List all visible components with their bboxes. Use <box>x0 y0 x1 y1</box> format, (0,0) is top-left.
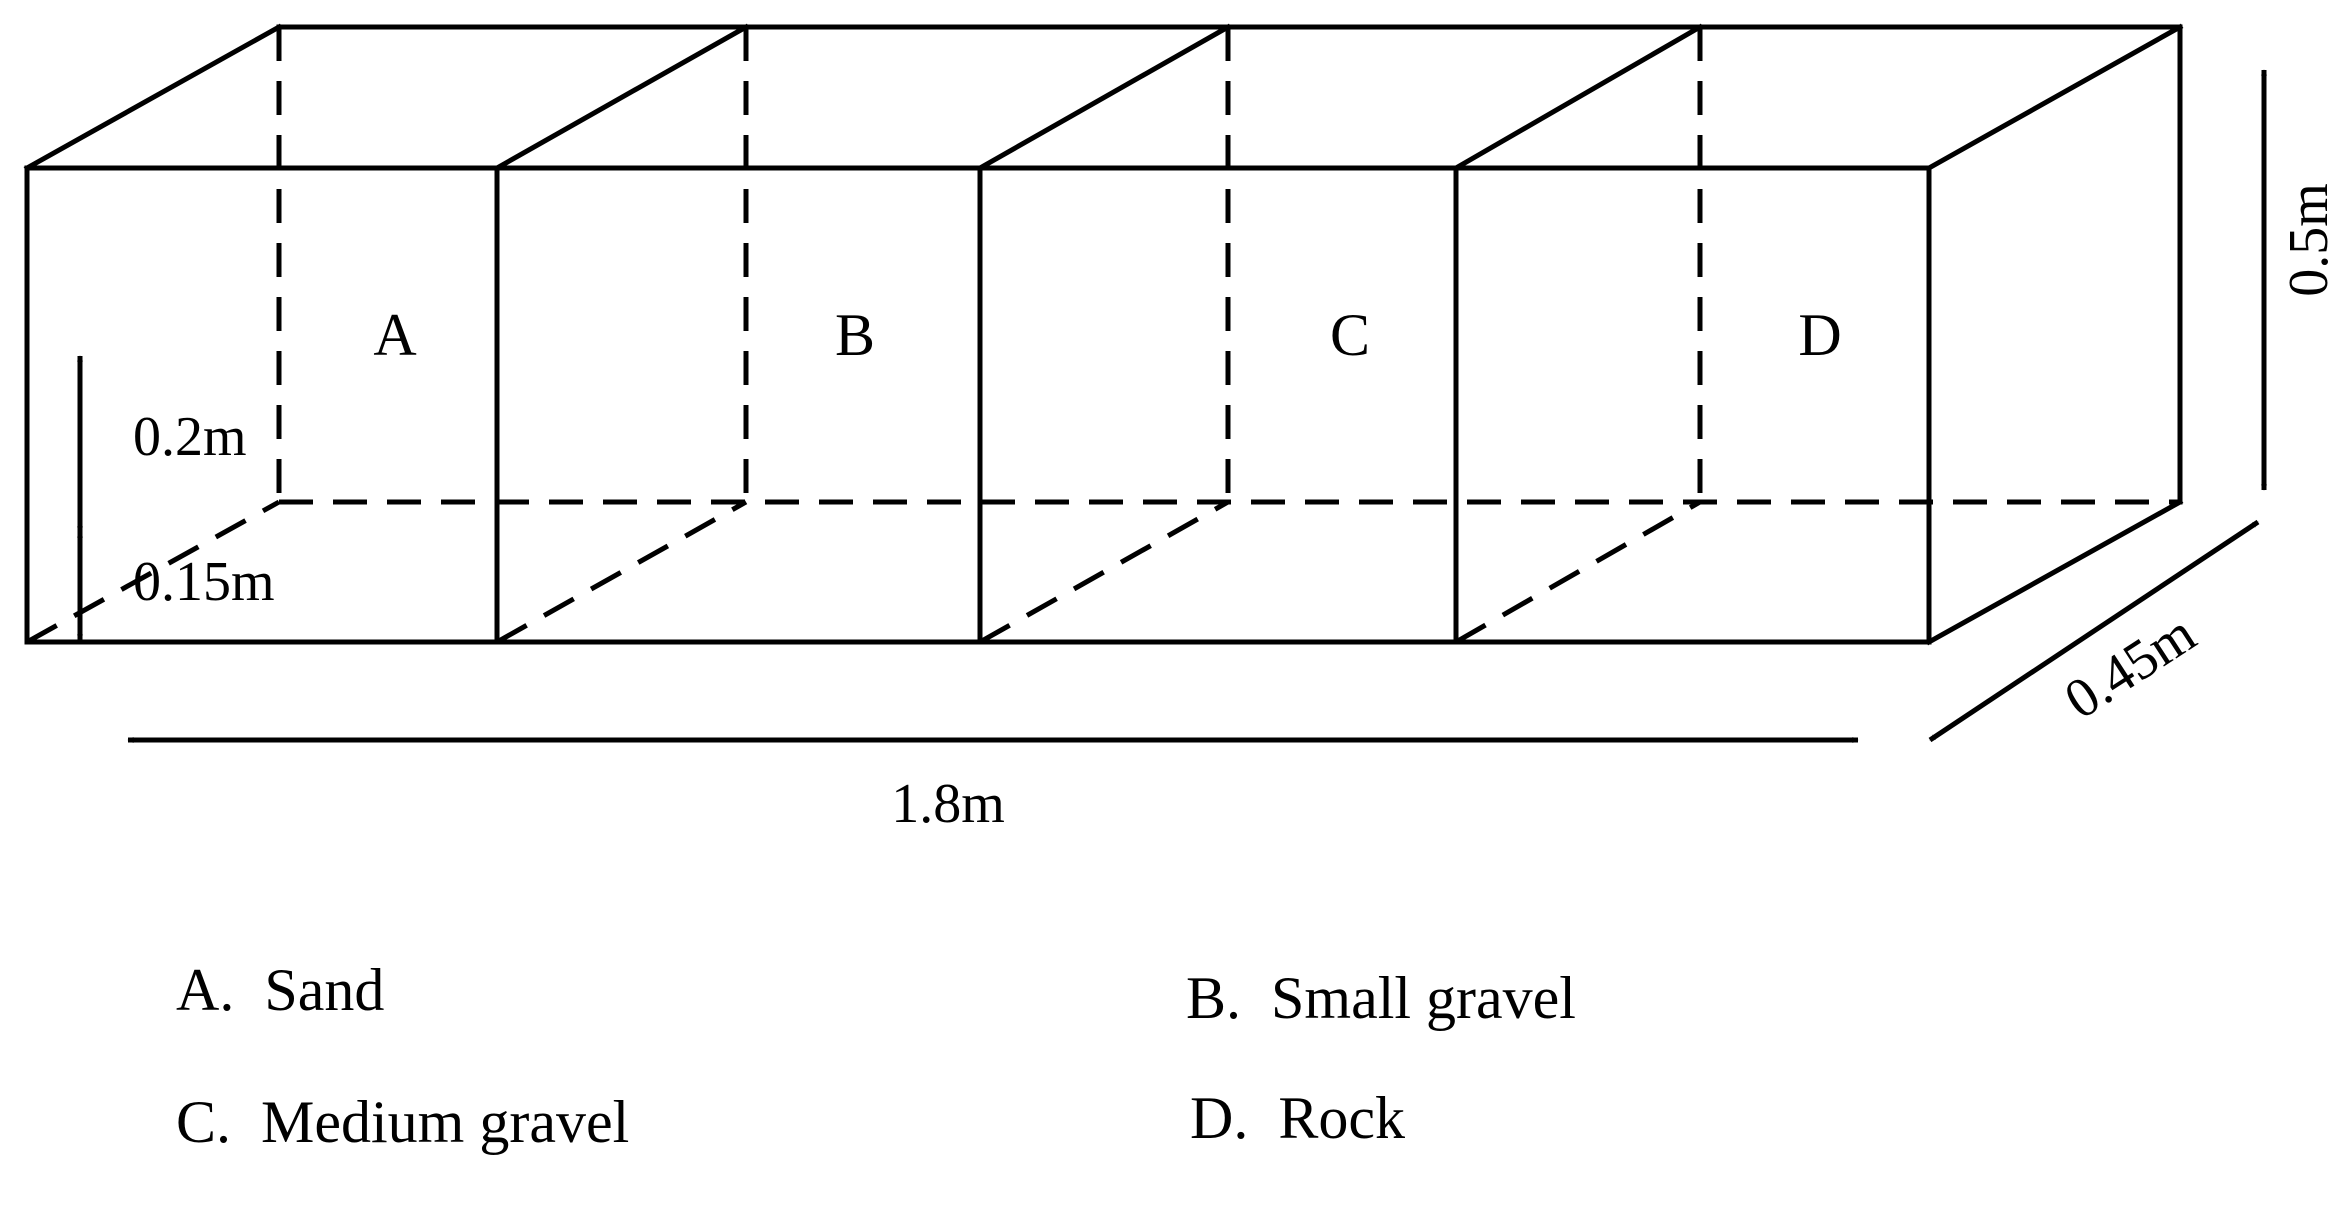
height-label: 0.5m <box>2278 183 2340 297</box>
legend-text: Small gravel <box>1271 965 1576 1031</box>
lower-layer-label: 0.15m <box>133 551 275 613</box>
legend-letter: C. <box>176 1089 232 1155</box>
tank-diagram: A B C D 0.2m 0.15m 1.8m 0.5m 0.45m <box>23 23 2340 835</box>
legend-letter: A. <box>176 957 235 1023</box>
legend-item-b: B. Small gravel <box>1126 908 1576 1088</box>
hidden-bottom-diagonal-3 <box>978 499 1230 645</box>
legend-item-c: C. Medium gravel <box>116 1032 629 1212</box>
top-diagonal-5 <box>1925 23 2184 172</box>
hidden-bottom-diagonal-4 <box>1454 499 1702 645</box>
width-label: 0.45m <box>2054 602 2206 731</box>
compartment-label-b: B <box>835 302 875 368</box>
compartment-label-d: D <box>1798 302 1841 368</box>
legend-text: Sand <box>264 957 385 1023</box>
upper-layer-label: 0.2m <box>133 406 247 468</box>
legend-letter: D. <box>1190 1085 1249 1151</box>
hidden-bottom-diagonal-1 <box>25 499 281 645</box>
legend-letter: B. <box>1186 965 1242 1031</box>
top-diagonal-4 <box>1452 23 1704 172</box>
compartment-label-c: C <box>1330 302 1370 368</box>
legend-text: Medium gravel <box>261 1089 630 1155</box>
legend-item-d: D. Rock <box>1130 1028 1405 1208</box>
legend-item-a: A. Sand <box>116 900 384 1080</box>
top-diagonal-3 <box>976 23 1232 172</box>
top-diagonal-1 <box>23 23 283 172</box>
compartment-label-a: A <box>373 302 416 368</box>
legend-text: Rock <box>1278 1085 1405 1151</box>
length-label: 1.8m <box>891 773 1005 835</box>
diagram-stage: A B C D 0.2m 0.15m 1.8m 0.5m 0.45m A. San… <box>23 23 2340 1152</box>
width-arrow <box>1928 519 2260 743</box>
top-diagonal-2 <box>493 23 750 172</box>
hidden-bottom-diagonal-2 <box>495 499 748 645</box>
